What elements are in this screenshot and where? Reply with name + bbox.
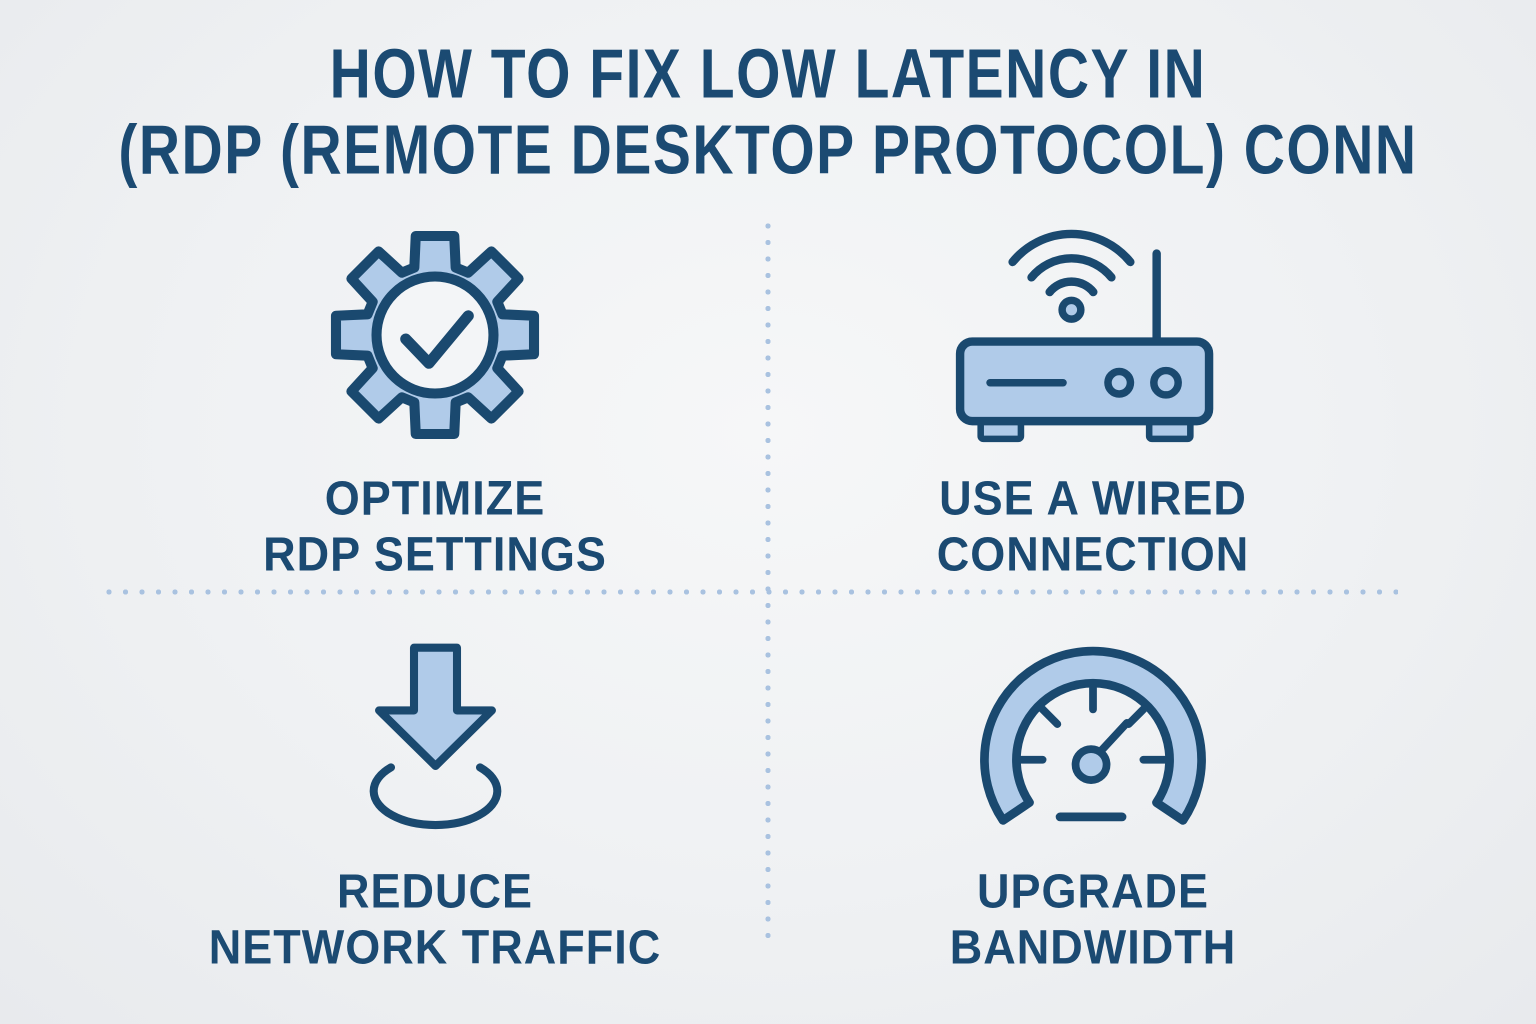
quadrant-use-wired-connection: USE A WIRED CONNECTION (751, 212, 1435, 581)
quadrant-optimize-rdp-settings: OPTIMIZE RDP SETTINGS (85, 212, 785, 581)
speedometer-icon-svg (980, 646, 1206, 825)
download-arrow-icon-svg (369, 643, 501, 829)
title-line-1: HOW TO FIX LOW LATENCY IN (329, 35, 1207, 114)
title-line-2: (RDP (REMOTE DESKTOP PROTOCOL) CONN (118, 111, 1418, 190)
router-wifi-icon-svg (955, 229, 1214, 442)
quadrant-upgrade-bandwidth: UPGRADE BANDWIDTH (751, 620, 1435, 974)
horizontal-dotted-divider (106, 589, 1398, 595)
gear-check-icon-svg (330, 230, 540, 439)
label-use-wired-connection: USE A WIRED CONNECTION (936, 470, 1250, 582)
download-arrow-icon (328, 620, 543, 850)
vertical-dotted-divider (765, 223, 771, 945)
label-upgrade-bandwidth: UPGRADE BANDWIDTH (949, 863, 1237, 975)
router-wifi-icon (943, 212, 1243, 457)
quadrant-reduce-network-traffic: REDUCE NETWORK TRAFFIC (85, 620, 785, 974)
gear-check-icon (314, 212, 556, 457)
label-reduce-network-traffic: REDUCE NETWORK TRAFFIC (208, 863, 662, 975)
speedometer-icon (967, 620, 1219, 850)
label-optimize-rdp-settings: OPTIMIZE RDP SETTINGS (263, 470, 607, 582)
infographic-title: HOW TO FIX LOW LATENCY IN (RDP (REMOTE D… (0, 34, 1536, 189)
